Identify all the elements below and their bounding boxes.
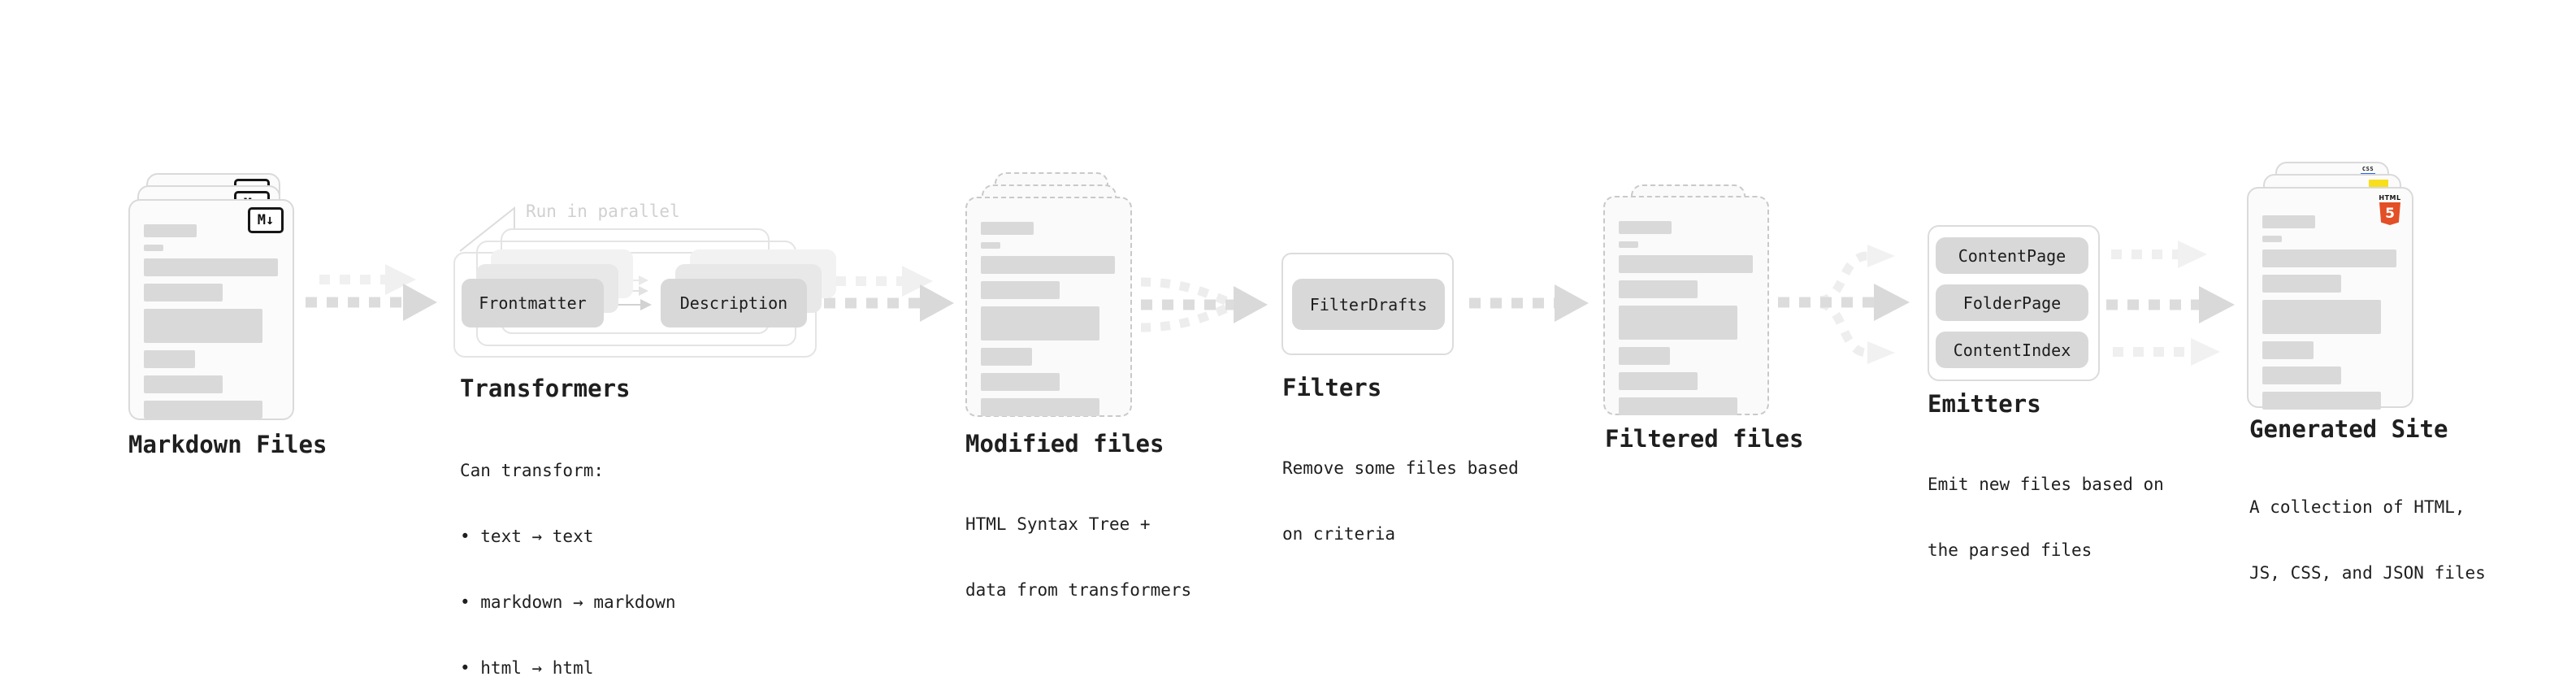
caption-bullet: • markdown → markdown bbox=[460, 592, 676, 612]
caption-line: on criteria bbox=[1282, 524, 1396, 544]
text-placeholder-bar bbox=[981, 256, 1115, 274]
caption-line: A collection of HTML, bbox=[2249, 497, 2465, 517]
text-placeholder-bar bbox=[144, 284, 223, 301]
caption-bullet: • html → html bbox=[460, 658, 594, 678]
description-node: Description bbox=[661, 279, 807, 327]
text-placeholder-bar bbox=[2262, 367, 2341, 384]
text-placeholder-bar bbox=[2262, 300, 2381, 334]
caption-line: Emit new files based on bbox=[1928, 475, 2164, 494]
text-placeholder-bar bbox=[981, 398, 1099, 416]
caption-line: JS, CSS, and JSON files bbox=[2249, 563, 2486, 583]
filters-caption: Remove some files based on criteria bbox=[1282, 414, 1519, 589]
text-placeholder-bar bbox=[2262, 215, 2315, 228]
emitters-heading: Emitters bbox=[1928, 390, 2041, 418]
text-placeholder-bar bbox=[1619, 306, 1737, 340]
text-placeholder-bar bbox=[2262, 341, 2314, 359]
arrow-emitters-to-generated bbox=[2106, 241, 2235, 366]
arrow-filters-to-filtered bbox=[1469, 284, 1589, 322]
generated-file-card-html: HTML 5 bbox=[2247, 187, 2413, 410]
text-placeholder-bar bbox=[2262, 275, 2341, 293]
text-placeholder-bar bbox=[144, 350, 195, 368]
html5-icon-label: HTML bbox=[2379, 194, 2401, 202]
text-placeholder-bar bbox=[1619, 372, 1698, 390]
text-placeholder-bar bbox=[1619, 347, 1670, 365]
html5-icon-shield: 5 bbox=[2379, 202, 2400, 225]
modified-files-caption: HTML Syntax Tree + data from transformer… bbox=[965, 470, 1191, 645]
text-placeholder-bar bbox=[144, 258, 278, 276]
arrow-transformers-to-modified bbox=[824, 266, 954, 322]
text-placeholder-bar bbox=[981, 242, 1000, 249]
contentpage-node: ContentPage bbox=[1936, 237, 2088, 274]
caption-bullet: • text → text bbox=[460, 527, 594, 546]
text-placeholder-bar bbox=[2262, 236, 2282, 242]
css-icon-label: CSS bbox=[2361, 166, 2374, 172]
caption-line: HTML Syntax Tree + bbox=[965, 514, 1151, 534]
text-placeholder-bar bbox=[144, 309, 262, 343]
markdown-files-heading: Markdown Files bbox=[128, 431, 327, 458]
text-placeholder-bar bbox=[1619, 397, 1737, 415]
text-placeholder-bar bbox=[1619, 255, 1753, 273]
modified-files-heading: Modified files bbox=[965, 430, 1164, 458]
filtered-file-card-front bbox=[1603, 196, 1769, 415]
frontmatter-node: Frontmatter bbox=[462, 279, 604, 327]
filtered-files-heading: Filtered files bbox=[1605, 425, 1804, 453]
text-placeholder-bar bbox=[144, 401, 262, 419]
caption-line: data from transformers bbox=[965, 580, 1192, 600]
text-placeholder-bar bbox=[981, 281, 1060, 299]
text-placeholder-bar bbox=[1619, 280, 1698, 298]
text-placeholder-bar bbox=[2262, 249, 2396, 267]
arrow-modified-to-filters bbox=[1140, 277, 1268, 332]
markdown-icon: M↓ bbox=[248, 207, 284, 233]
text-placeholder-bar bbox=[144, 375, 223, 393]
caption-line: Remove some files based bbox=[1282, 458, 1519, 478]
filterdrafts-node: FilterDrafts bbox=[1292, 279, 1445, 330]
text-placeholder-bar bbox=[1619, 221, 1672, 234]
text-placeholder-bar bbox=[981, 348, 1032, 366]
modified-file-card-front bbox=[965, 197, 1132, 417]
transformers-caption: Can transform: • text → text • markdown … bbox=[460, 416, 676, 681]
file-content-placeholder bbox=[2262, 215, 2396, 410]
caption-line: the parsed files bbox=[1928, 540, 2092, 560]
generated-site-caption: A collection of HTML, JS, CSS, and JSON … bbox=[2249, 453, 2486, 628]
file-content-placeholder bbox=[981, 222, 1115, 416]
text-placeholder-bar bbox=[1619, 241, 1638, 248]
transformers-heading: Transformers bbox=[460, 375, 631, 402]
contentindex-node: ContentIndex bbox=[1936, 332, 2088, 368]
arrow-markdown-to-transformers bbox=[306, 264, 437, 321]
file-content-placeholder bbox=[144, 224, 278, 419]
text-placeholder-bar bbox=[981, 306, 1099, 340]
text-placeholder-bar bbox=[2262, 392, 2381, 410]
file-content-placeholder bbox=[1619, 221, 1753, 415]
text-placeholder-bar bbox=[144, 224, 197, 237]
folderpage-node: FolderPage bbox=[1936, 284, 2088, 321]
html5-icon: HTML 5 bbox=[2379, 194, 2401, 225]
text-placeholder-bar bbox=[144, 245, 163, 251]
generated-site-heading: Generated Site bbox=[2249, 415, 2448, 443]
filters-heading: Filters bbox=[1282, 374, 1382, 401]
text-placeholder-bar bbox=[981, 222, 1034, 235]
arrow-filtered-to-emitters bbox=[1778, 245, 1910, 364]
run-in-parallel-note: Run in parallel bbox=[526, 202, 680, 221]
markdown-file-card-front: M↓ bbox=[128, 199, 294, 420]
text-placeholder-bar bbox=[981, 373, 1060, 391]
emitters-caption: Emit new files based on the parsed files bbox=[1928, 430, 2164, 605]
caption-line: Can transform: bbox=[460, 461, 605, 480]
